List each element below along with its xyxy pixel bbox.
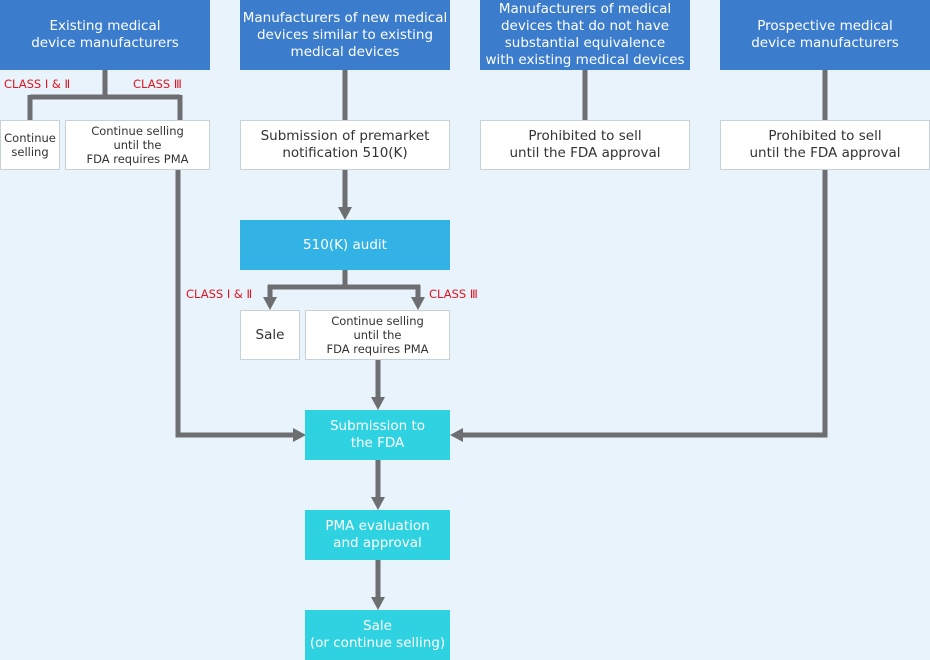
arrowhead-510k-audit (338, 207, 352, 220)
box-510k-audit: 510(K) audit (240, 220, 450, 270)
connector-prospective-to-fda (460, 70, 828, 438)
arrowhead-fda-to-pma (371, 497, 385, 510)
box-pma-evaluation: PMA evaluation and approval (305, 510, 450, 560)
header-new-similar-manufacturers: Manufacturers of new medical devices sim… (240, 0, 450, 70)
box-sale-mid: Sale (240, 310, 300, 360)
connector-existing-to-fda (175, 170, 296, 438)
label-class-3-top: CLASS Ⅲ (133, 77, 182, 91)
arrowhead-pma-to-sale (371, 597, 385, 610)
box-continue-until-pma-top: Continue selling until the FDA requires … (65, 120, 210, 170)
box-submission-to-fda: Submission to the FDA (305, 410, 450, 460)
header-existing-manufacturers: Existing medical device manufacturers (0, 0, 210, 70)
box-prohibited-not-equivalent: Prohibited to sell until the FDA approva… (480, 120, 690, 170)
label-class-1-2-mid: CLASS Ⅰ & Ⅱ (186, 287, 253, 301)
box-continue-selling: Continue selling (0, 120, 60, 170)
connector-audit-split (267, 270, 421, 300)
arrowhead-audit-sale (263, 297, 277, 310)
arrowhead-prospective-to-fda (450, 428, 463, 442)
box-sale-final: Sale (or continue selling) (305, 610, 450, 660)
connector-existing-split (27, 70, 183, 120)
label-class-3-mid: CLASS Ⅲ (429, 287, 478, 301)
box-prohibited-prospective: Prohibited to sell until the FDA approva… (720, 120, 930, 170)
header-prospective-manufacturers: Prospective medical device manufacturers (720, 0, 930, 70)
header-not-equivalent-manufacturers: Manufacturers of medical devices that do… (480, 0, 690, 70)
box-continue-until-pma-mid: Continue selling until the FDA requires … (305, 310, 450, 360)
arrowhead-audit-continue (411, 297, 425, 310)
label-class-1-2-top: CLASS Ⅰ & Ⅱ (4, 77, 71, 91)
arrowhead-existing-to-fda (293, 428, 306, 442)
box-submission-510k: Submission of premarket notification 510… (240, 120, 450, 170)
arrowhead-mid-to-fda (371, 397, 385, 410)
